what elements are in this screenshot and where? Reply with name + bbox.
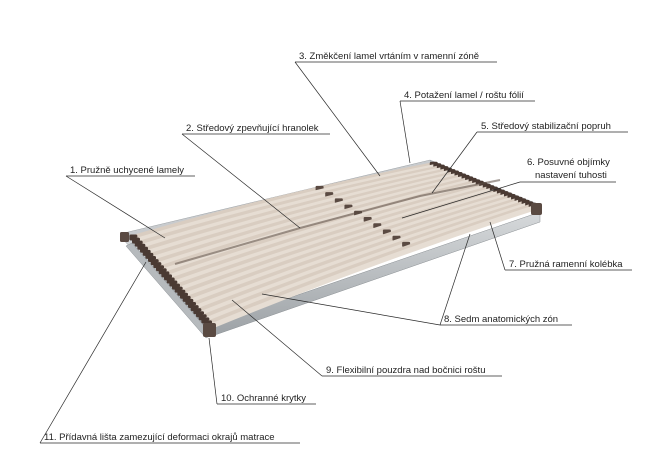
callout-6-line1: 6. Posuvné objímky bbox=[527, 157, 610, 168]
slat bbox=[192, 195, 518, 311]
slatted-frame-illustration bbox=[119, 159, 542, 339]
callout-11: 11. Přídavná lišta zamezující deformaci … bbox=[44, 432, 275, 443]
protective-cap-icon bbox=[531, 203, 542, 215]
slat-group bbox=[129, 161, 541, 330]
slat bbox=[197, 198, 525, 317]
callout-1: 1. Pružně uchycené lamely bbox=[70, 165, 184, 176]
slat bbox=[194, 197, 522, 314]
callout-5: 5. Středový stabilizační popruh bbox=[481, 121, 611, 132]
slat bbox=[205, 203, 536, 326]
callout-6-line2: nastavení tuhosti bbox=[535, 170, 607, 181]
callout-9: 9. Flexibilní pouzdra nad bočnici roštu bbox=[326, 365, 485, 376]
center-beam bbox=[174, 179, 501, 265]
callout-labels: 1. Pružně uchycené lamely 2. Středový zp… bbox=[44, 51, 623, 443]
callout-leaders bbox=[39, 61, 632, 444]
callout-8: 8. Sedm anatomických zón bbox=[444, 314, 558, 325]
callout-4: 4. Potažení lamel / roštu fólií bbox=[404, 90, 524, 101]
callout-2: 2. Středový zpevňující hranolek bbox=[186, 123, 319, 134]
slat bbox=[200, 200, 529, 320]
callout-10: 10. Ochranné krytky bbox=[221, 393, 306, 404]
slat bbox=[202, 201, 532, 323]
protective-cap-icon bbox=[120, 232, 129, 242]
protective-cap-icon bbox=[203, 323, 216, 337]
callout-7: 7. Pružná ramenní kolébka bbox=[509, 259, 623, 270]
slat bbox=[208, 204, 539, 330]
slat bbox=[189, 194, 515, 308]
callout-3: 3. Změkčení lamel vrtáním v ramenní zóně bbox=[299, 51, 479, 62]
